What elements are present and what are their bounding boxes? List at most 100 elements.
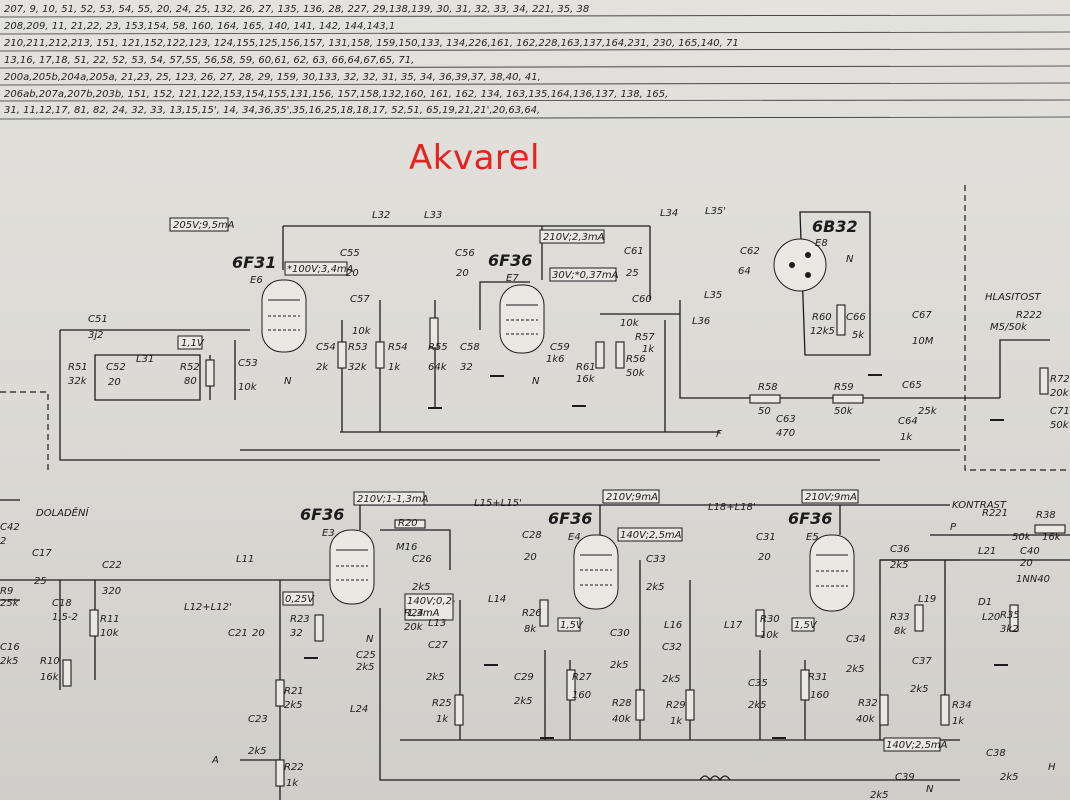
svg-text:R57: R57 — [635, 332, 655, 343]
svg-text:R222: R222 — [1016, 310, 1042, 321]
svg-text:R56: R56 — [626, 354, 646, 365]
svg-text:1k: 1k — [286, 778, 299, 789]
header-row: 210,211,212,213, 151, 121,152,122,123, 1… — [4, 38, 739, 49]
svg-text:32k: 32k — [68, 376, 88, 387]
svg-text:2k5: 2k5 — [284, 700, 303, 711]
svg-text:2k5: 2k5 — [248, 746, 267, 757]
svg-text:2k5: 2k5 — [662, 674, 681, 685]
svg-text:C65: C65 — [902, 380, 922, 391]
svg-text:E4: E4 — [568, 532, 581, 543]
svg-text:R55: R55 — [428, 342, 448, 353]
svg-text:L21: L21 — [978, 546, 996, 557]
svg-text:140V;2,5mA: 140V;2,5mA — [620, 530, 682, 541]
svg-text:L33: L33 — [424, 210, 442, 221]
svg-text:C59: C59 — [550, 342, 570, 353]
svg-text:C37: C37 — [912, 656, 932, 667]
svg-text:1k: 1k — [436, 714, 449, 725]
header-row: 206ab,207a,207b,203b, 151, 152, 121,122,… — [4, 89, 669, 100]
svg-text:20: 20 — [346, 268, 359, 279]
tube-label-e4: 6F36 — [548, 509, 592, 528]
svg-text:1,5V: 1,5V — [560, 620, 584, 631]
svg-text:L17: L17 — [724, 620, 743, 631]
svg-text:1,5-2: 1,5-2 — [52, 612, 78, 623]
svg-text:C30: C30 — [610, 628, 630, 639]
svg-text:L16: L16 — [664, 620, 682, 631]
svg-text:1NN40: 1NN40 — [1016, 574, 1050, 585]
svg-text:R61: R61 — [576, 362, 596, 373]
svg-text:C63: C63 — [776, 414, 796, 425]
svg-text:L15+L15': L15+L15' — [474, 498, 522, 509]
svg-text:R59: R59 — [834, 382, 854, 393]
svg-text:3j2: 3j2 — [88, 330, 104, 341]
svg-text:R26: R26 — [522, 608, 542, 619]
terminal-label: N — [366, 634, 374, 645]
svg-text:C58: C58 — [460, 342, 480, 353]
svg-text:5k: 5k — [852, 330, 865, 341]
svg-text:R29: R29 — [666, 700, 686, 711]
tube-e4 — [573, 534, 619, 610]
svg-text:R21: R21 — [284, 686, 304, 697]
header-row: 13,16, 17,18, 51, 22, 52, 53, 54, 57,55,… — [4, 55, 415, 66]
svg-text:D1: D1 — [978, 597, 992, 608]
svg-text:C40: C40 — [1020, 546, 1040, 557]
svg-text:12k5: 12k5 — [810, 326, 835, 337]
svg-text:32: 32 — [290, 628, 303, 639]
svg-text:50: 50 — [758, 406, 771, 417]
svg-text:C57: C57 — [350, 294, 370, 305]
svg-text:R221: R221 — [982, 508, 1008, 519]
svg-text:10k: 10k — [100, 628, 120, 639]
svg-text:C36: C36 — [890, 544, 910, 555]
header-row: 208,209, 11, 21,22, 23, 153,154, 58, 160… — [4, 21, 396, 32]
svg-text:2k5: 2k5 — [426, 672, 445, 683]
dashed-enclosure-left — [0, 391, 49, 470]
svg-text:1,5V: 1,5V — [794, 620, 818, 631]
svg-text:10k: 10k — [238, 382, 258, 393]
svg-text:8k: 8k — [894, 626, 907, 637]
coil-l25 — [699, 775, 731, 782]
svg-text:R27: R27 — [572, 672, 592, 683]
svg-text:L19: L19 — [918, 594, 936, 605]
svg-text:C33: C33 — [646, 554, 666, 565]
svg-text:R23: R23 — [290, 614, 310, 625]
svg-text:C21: C21 — [228, 628, 248, 639]
tube-label-e8: 6B32 — [812, 217, 858, 236]
svg-text:2k5: 2k5 — [0, 656, 19, 667]
svg-text:1,3mA: 1,3mA — [407, 608, 440, 619]
svg-text:C35: C35 — [748, 678, 768, 689]
svg-text:2k5: 2k5 — [646, 582, 665, 593]
svg-text:2: 2 — [0, 536, 6, 547]
tube-e7 — [499, 284, 545, 354]
svg-text:140V;0,2-: 140V;0,2- — [407, 596, 456, 607]
svg-text:L18+L18': L18+L18' — [708, 502, 756, 513]
svg-text:L12+L12': L12+L12' — [184, 602, 232, 613]
svg-text:C53: C53 — [238, 358, 258, 369]
svg-text:16k: 16k — [40, 672, 60, 683]
svg-text:R51: R51 — [68, 362, 88, 373]
svg-text:205V;9,5mA: 205V;9,5mA — [173, 220, 235, 231]
lower-wiring — [0, 499, 1070, 800]
voltage-labels: 205V;9,5mA *100V;3,4mA 210V;2,3mA 30V;*0… — [169, 217, 948, 752]
svg-text:L14: L14 — [488, 594, 506, 605]
svg-text:L24: L24 — [350, 704, 368, 715]
svg-text:L35: L35 — [704, 290, 722, 301]
svg-text:C66: C66 — [846, 312, 866, 323]
resistor-symbols — [62, 304, 1066, 787]
svg-text:R25: R25 — [432, 698, 452, 709]
svg-text:C16: C16 — [0, 642, 20, 653]
svg-text:40k: 40k — [612, 714, 632, 725]
svg-text:M5/50k: M5/50k — [990, 322, 1028, 333]
svg-text:E6: E6 — [250, 275, 263, 286]
svg-text:C28: C28 — [522, 530, 542, 541]
upper-wiring — [59, 211, 1050, 461]
svg-text:10k: 10k — [620, 318, 640, 329]
svg-text:3k2: 3k2 — [1000, 624, 1019, 635]
header-row: 31, 11,12,17, 81, 82, 24, 32, 33, 13,15,… — [4, 105, 541, 116]
svg-text:L34: L34 — [660, 208, 678, 219]
svg-text:C61: C61 — [624, 246, 644, 257]
tube-label-e6: 6F31 — [232, 253, 276, 272]
tube-label-e3: 6F36 — [300, 505, 344, 524]
svg-text:1k6: 1k6 — [546, 354, 565, 365]
svg-text:C22: C22 — [102, 560, 122, 571]
